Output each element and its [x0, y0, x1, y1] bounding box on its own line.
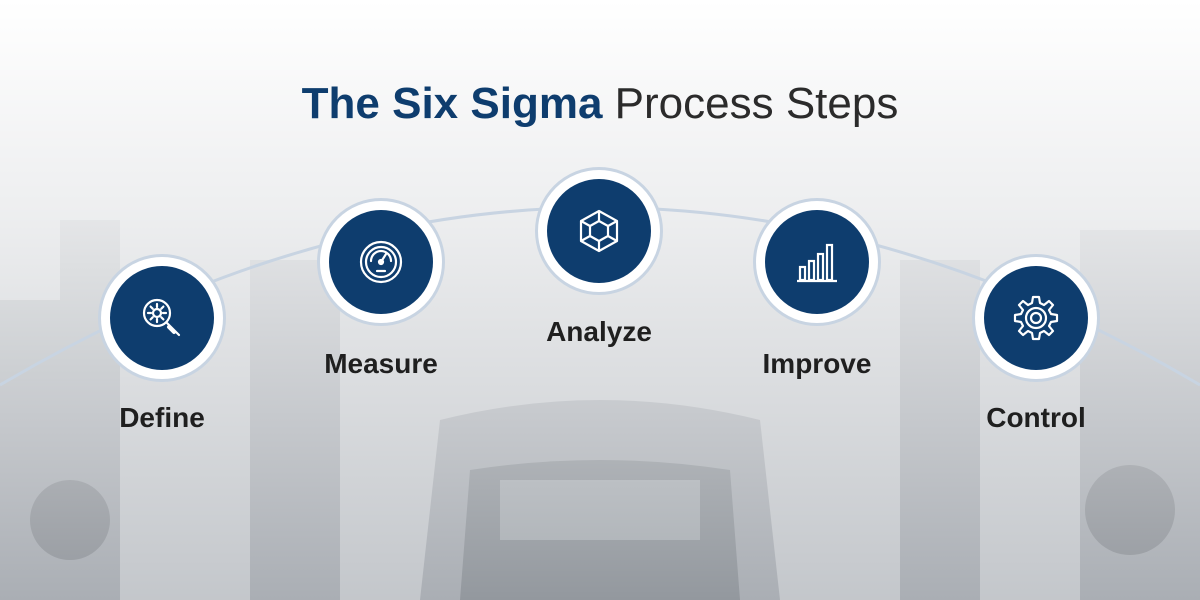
step-label: Improve: [762, 348, 872, 379]
title-regular: Process Steps: [614, 79, 899, 128]
step-circle: [753, 198, 881, 326]
step-disc: [329, 210, 433, 314]
gauge-icon: [359, 240, 403, 284]
step-label: Analyze: [546, 316, 652, 347]
cube-icon: [579, 209, 619, 253]
step-disc: [547, 179, 651, 283]
step-circle: [98, 254, 226, 382]
step-circle: [317, 198, 445, 326]
step-disc: [984, 266, 1088, 370]
step-circle: [535, 167, 663, 295]
step-label: Define: [119, 402, 205, 433]
gear-magnifier-icon: [142, 298, 181, 337]
step-label: Measure: [324, 348, 438, 379]
step-disc: [110, 266, 214, 370]
page-title: The Six Sigma Process Steps: [0, 78, 1200, 130]
gear-icon: [1013, 295, 1059, 341]
bar-chart-icon: [797, 243, 837, 283]
step-disc: [765, 210, 869, 314]
title-bold: The Six Sigma: [301, 79, 603, 128]
step-label: Control: [986, 402, 1086, 433]
step-circle: [972, 254, 1100, 382]
